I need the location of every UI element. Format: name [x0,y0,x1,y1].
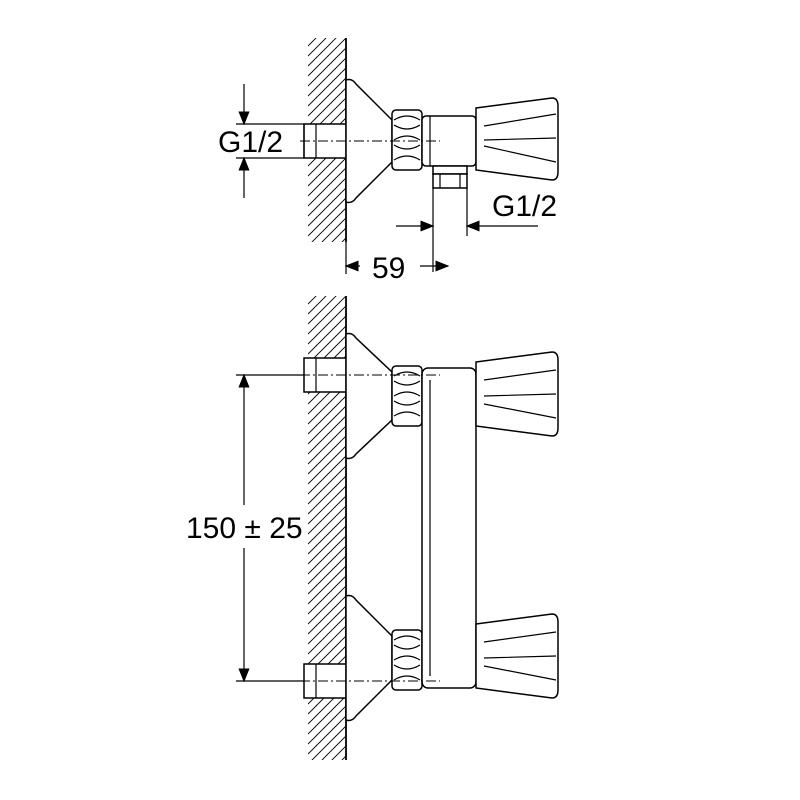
hatch-line [308,485,346,525]
hatch-line [308,258,346,296]
hatch-line [308,495,346,535]
hatch-line [308,565,346,605]
hatch-line [308,425,346,465]
outlet-top [432,165,468,189]
hatch-line [308,796,346,800]
hatch-line [308,585,346,625]
label-outlet-thread: G1/2 [492,190,557,223]
hatch-line [308,77,346,117]
hatch-line [308,38,317,47]
hatch-line [308,786,346,800]
lower-hex-nut [391,629,423,691]
hatch-line [308,278,346,316]
hatch-line [308,296,337,325]
hatch-line [308,766,346,800]
dim-center-distance: 150 ± 25 [186,373,304,683]
hatch-line [331,227,346,242]
hatch-line [308,435,346,475]
hatch-line [308,465,346,505]
hatch-line [308,296,346,335]
hatch-line [331,745,346,760]
hatch-line [308,38,346,77]
front-view: 150 ± 25 [186,256,559,800]
hatch-line [308,187,346,227]
hatch-line [308,595,346,635]
label-inlet-thread: G1/2 [218,126,283,159]
hatch-line [308,575,346,615]
hatch-line [311,725,346,760]
wall-hatch-bottom [308,256,346,800]
hatch-line [308,305,346,345]
hatch-line [308,415,346,455]
dim-outlet-thread: G1/2 [396,188,557,272]
lower-escutcheon [345,594,393,722]
hatch-line [341,755,346,760]
hatch-line [308,705,346,745]
hatch-line [308,248,346,286]
hatch-line [308,167,346,207]
hatch-line [308,296,317,305]
hatch-line [308,67,346,107]
hatch-line [308,555,346,595]
hatch-line [308,38,327,57]
hatch-line [308,695,346,735]
top-view: G1/2 G1/2 59 [218,0,559,316]
hatch-line [308,525,346,565]
hatch-line [321,217,346,242]
hatch-line [308,515,346,555]
upper-escutcheon [345,332,393,460]
hatch-line [308,405,346,445]
hatch-line [308,256,346,294]
hatch-line [308,505,346,545]
hatch-line [308,615,346,655]
hatch-line [308,455,346,495]
hatch-line [308,177,346,217]
hatch-line [308,535,346,575]
hatch-line [308,475,346,515]
hex-nut-top [391,109,423,171]
hatch-line [308,625,346,665]
hatch-line [308,0,346,36]
hatch-line [308,268,346,306]
hatch-line [311,207,346,242]
label-center-distance: 150 ± 25 [186,512,303,545]
dim-inlet-thread: G1/2 [218,84,304,198]
hatch-line [308,157,346,197]
hatch-line [308,315,346,355]
hatch-line [308,715,346,755]
mixer-body [421,367,477,689]
hatch-line [308,545,346,585]
hatch-line [321,735,346,760]
hatch-line [308,57,346,97]
hatch-line [308,38,337,67]
label-projection: 59 [372,252,405,285]
hatch-line [308,47,346,87]
hatch-line [308,445,346,485]
hatch-line [308,296,327,315]
dim-projection: 59 [344,242,450,285]
hatch-line [308,395,346,435]
hatch-line [308,605,346,645]
hatch-line [341,237,346,242]
hatch-line [308,87,346,127]
hatch-line [308,197,346,237]
hatch-line [308,776,346,800]
